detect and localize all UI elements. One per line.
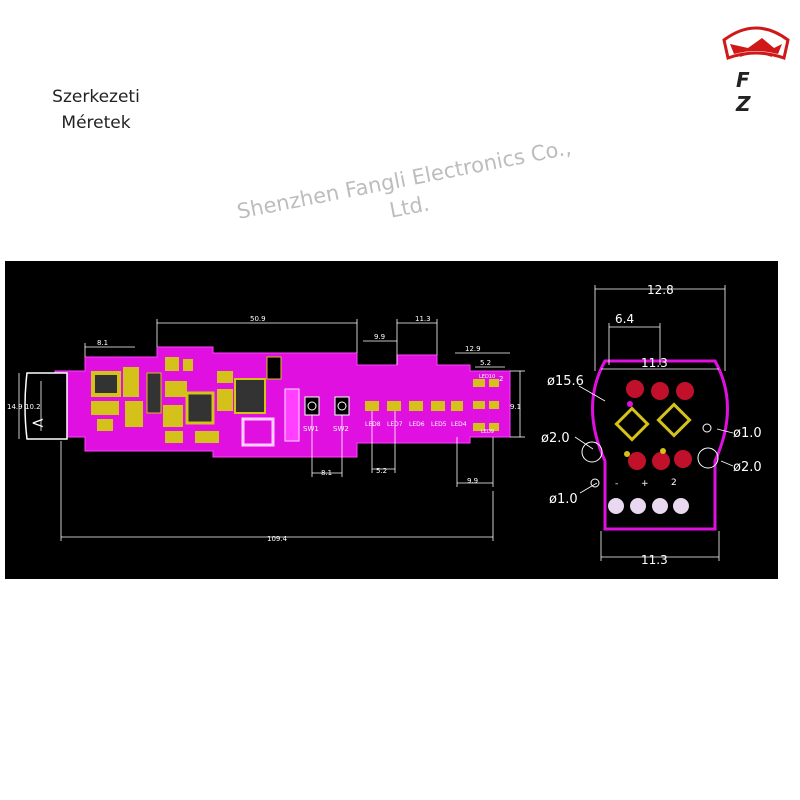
label-led9: LED9 [481,429,494,435]
caption-line-2: Méretek [61,113,131,133]
label-minus: - [615,479,618,489]
dim-half-width: 6.4 [615,312,634,326]
dim-led-spacing: 5.2 [376,467,387,475]
usb-connector [24,372,68,440]
side-board-outline [54,346,511,458]
label-led5: LED5 [431,421,447,428]
company-logo-icon [722,26,790,60]
dim-hole-left-small: ø1.0 [549,492,578,507]
dim-bottom-right: 9.9 [467,477,478,485]
dim-width-top: 12.8 [647,283,674,297]
dim-tip-width: 5.2 [480,359,491,367]
label-led10: LED10 [479,374,495,380]
pcb-drawing: < [7,283,762,567]
dim-sw-spacing: 8.1 [321,469,332,477]
dim-notch-a: 9.9 [374,333,385,341]
end-red-pads [626,380,694,470]
section-caption: Szerkezeti Méretek [20,84,172,136]
label-sw1: SW1 [303,425,319,433]
label-led6: LED6 [409,421,425,428]
label-plus: + [641,479,649,489]
dim-bottom-width: 11.3 [641,553,668,567]
label-two: 2 [671,478,677,488]
dim-hole-right-small: ø1.0 [733,426,762,441]
dim-tip-height: 2 [499,375,503,383]
dim-height-outer: 14.9 [7,403,23,411]
side-view: < [7,315,525,543]
led-pads [365,379,499,431]
connector-arrow-label: < [31,413,44,432]
dim-inner-width: 11.3 [641,356,668,370]
label-led4: LED4 [451,421,467,428]
end-dimension-lines [574,285,734,561]
dim-height-inner: 10.2 [25,403,41,411]
end-board-outline [591,359,729,531]
dim-diameter: ø15.6 [547,374,584,389]
dim-notch-b: 11.3 [415,315,431,323]
dim-body: 50.9 [250,315,266,323]
dim-left-tab: 8.1 [97,339,108,347]
dim-right-section: 12.9 [465,345,481,353]
pcb-drawing-panel: < [5,261,778,579]
end-white-pads [608,498,689,514]
label-sw2: SW2 [333,425,349,433]
dim-total-length: 109.4 [267,535,288,543]
dim-hole-left: ø2.0 [541,431,570,446]
dim-hole-right: ø2.0 [733,460,762,475]
label-led8: LED8 [365,421,381,428]
caption-line-1: Szerkezeti [52,87,140,107]
end-view: 12.8 6.4 11.3 ø15.6 ø2.0 ø1.0 ø1.0 ø2.0 … [541,283,762,567]
dim-right-height: 9.1 [510,403,521,411]
logo-text: F Z [736,68,763,116]
watermark: Shenzhen Fangli Electronics Co., Ltd. [210,129,604,258]
side-dimension-lines [18,319,525,541]
side-components [91,356,300,447]
